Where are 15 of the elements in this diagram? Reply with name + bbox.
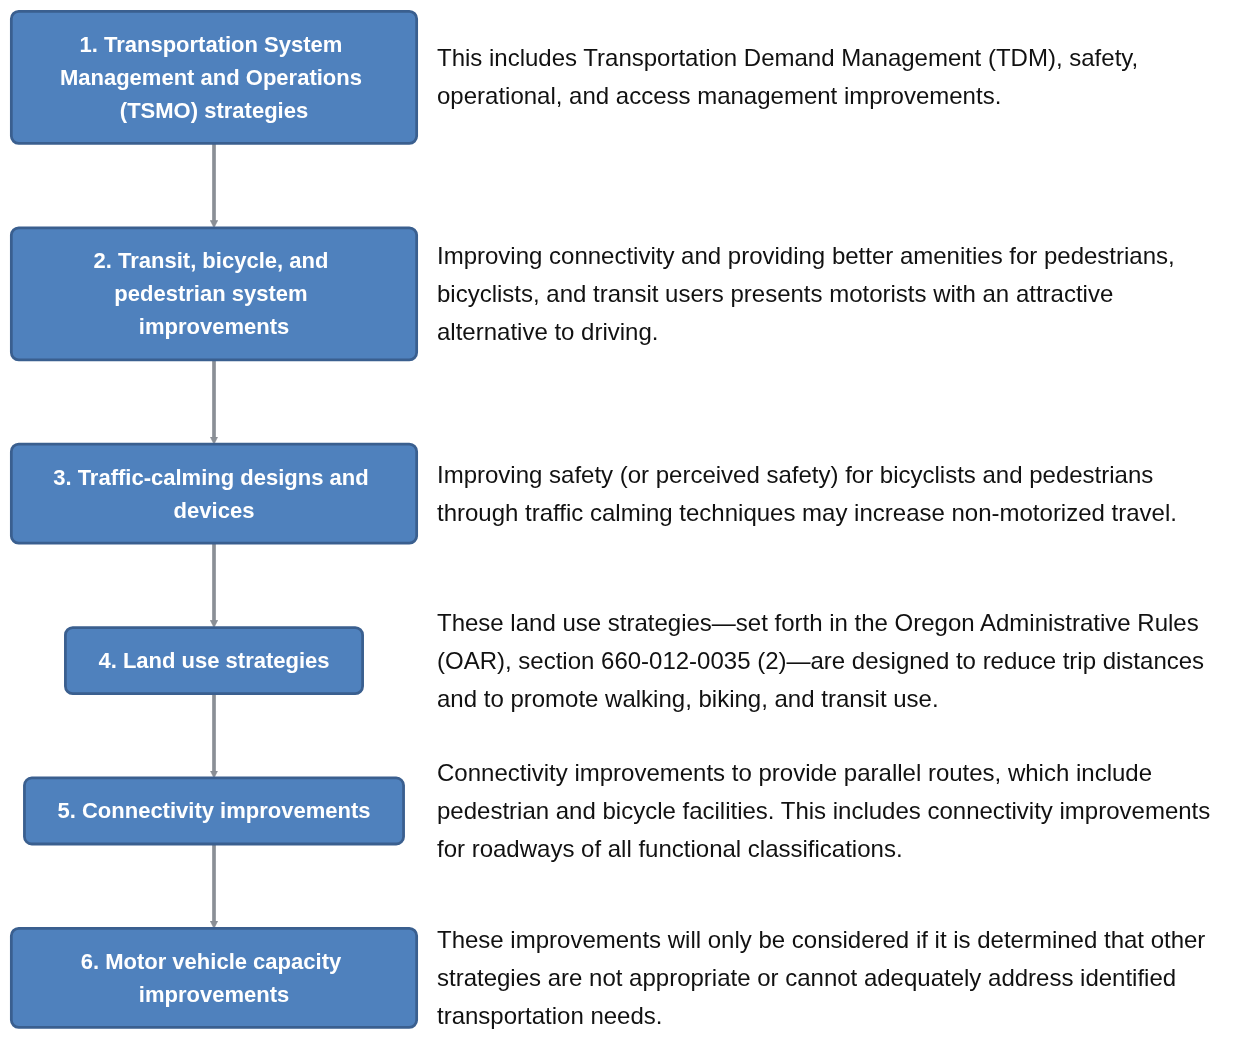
node-box: 4. Land use strategies <box>64 626 364 695</box>
arrow <box>209 359 219 445</box>
description-text: These improvements will only be considered if it is determined that other strategies are not appropriate or cannot adequately address identified transportation needs. <box>437 924 1207 1031</box>
description-text: These land use strategies—set forth in the Oregon Administrative Rules (OAR), section 660-012-0035 (2)—are designed to reduce trip distances and to promote walking, biking, and transit use. <box>437 607 1206 714</box>
node-box: 2. Transit, bicycle, and pedestrian system improvements <box>9 226 419 362</box>
description-text: This includes Transportation Demand Management (TDM), safety, operational, and access management improvements. <box>437 43 1140 112</box>
arrow <box>209 543 219 628</box>
description-text: Improving connectivity and providing better amenities for pedestrians, bicyclists, and transit users presents motorists with an attractive alternative to driving. <box>437 240 1176 347</box>
node-box: 3. Traffic-calming designs and devices <box>9 442 419 545</box>
node-box: 6. Motor vehicle capacity improvements <box>9 927 419 1029</box>
node-box: 1. Transportation System Management and Operations (TSMO) strategies <box>9 9 419 145</box>
node-box: 5. Connectivity improvements <box>23 776 405 846</box>
arrow <box>209 844 219 929</box>
description-text: Connectivity improvements to provide parallel routes, which include pedestrian and bicycle facilities. This includes connectivity improvements for roadways of all functional classifications. <box>437 758 1212 864</box>
description-text: Improving safety (or perceived safety) for bicyclists and pedestrians through traffic calming techniques may increase non-motorized travel. <box>437 459 1178 528</box>
